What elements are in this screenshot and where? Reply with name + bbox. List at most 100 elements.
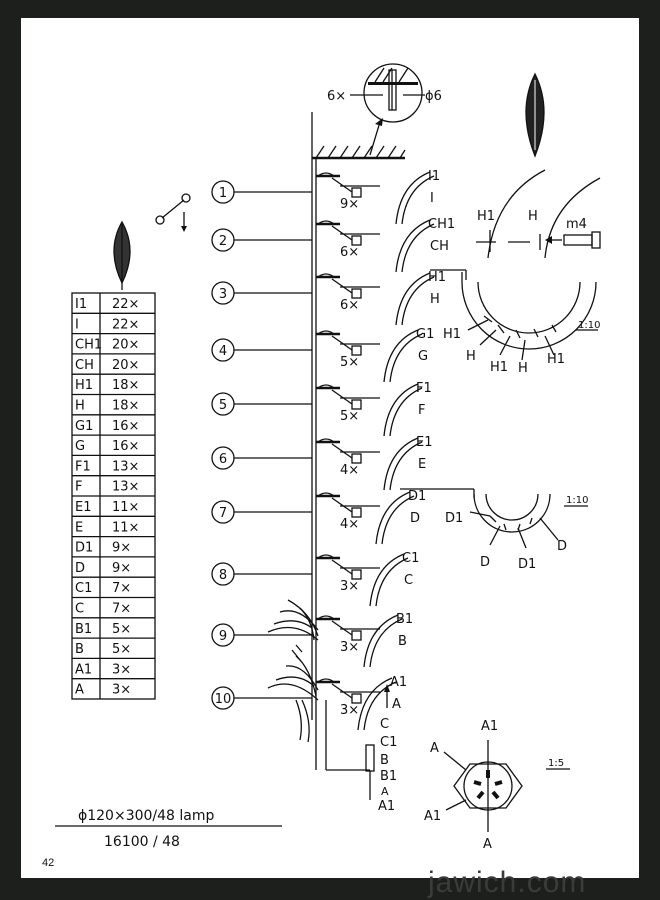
- star-label-left: A: [430, 741, 439, 756]
- ring-h-label-4: H: [518, 361, 528, 376]
- level-3: 36×H1H: [211, 270, 446, 326]
- star-detail: A1 A A1 A 1:5: [424, 719, 570, 852]
- mount-diameter-label: ϕ6: [425, 89, 442, 104]
- socket-wire: [331, 683, 353, 699]
- level-number: 6: [219, 452, 227, 467]
- arm-bracket: [317, 438, 335, 443]
- shade-piece-inner: [375, 557, 409, 607]
- scale-label-star: 1:5: [548, 758, 564, 769]
- table-cell-qty: 18×: [112, 378, 139, 393]
- stack-label-c1: C1: [380, 735, 397, 750]
- socket-box: [351, 288, 362, 299]
- arm-bracket: [317, 678, 335, 683]
- ring-h-label-2: H: [466, 349, 476, 364]
- level-8: 83×C1C: [211, 551, 419, 607]
- shade-piece-outer: [395, 219, 431, 273]
- socket-box: [351, 569, 362, 580]
- part-label-upper: B1: [396, 612, 413, 627]
- level-count: 3×: [340, 579, 359, 594]
- part-label-upper: I1: [428, 169, 440, 184]
- detail-h-label-h1: H1: [477, 209, 495, 224]
- level-number: 1: [219, 186, 227, 201]
- table-cell-part: C: [75, 602, 84, 617]
- title-line-2: 16100 / 48: [104, 834, 180, 850]
- wrench-icon: [155, 193, 191, 232]
- table-cell-part: H: [75, 399, 85, 414]
- star-label-bottom: A: [483, 837, 492, 852]
- shade-piece-outer: [369, 553, 405, 607]
- table-cell-qty: 9×: [112, 541, 131, 556]
- shade-piece-inner: [363, 681, 397, 731]
- shade-piece-outer: [375, 491, 411, 545]
- mount-count-label: 6×: [327, 89, 346, 104]
- stack-label-b: B: [380, 753, 389, 768]
- table-cell-part: A1: [75, 662, 92, 677]
- table-cell-part: I1: [75, 297, 87, 312]
- part-label-upper: A1: [390, 675, 407, 690]
- level-number: 4: [219, 344, 227, 359]
- socket-box: [351, 507, 362, 518]
- level-number: 7: [219, 506, 227, 521]
- level-count: 6×: [340, 298, 359, 313]
- ring-d-label-3: D1: [518, 557, 536, 572]
- part-label-lower: E: [418, 457, 426, 472]
- shade-piece-outer: [357, 677, 393, 731]
- shade-piece-inner: [381, 495, 415, 545]
- part-label-upper: CH1: [428, 217, 455, 232]
- part-label-lower: A: [392, 697, 401, 712]
- shade-piece-inner: [401, 276, 435, 326]
- table-cell-part: H1: [75, 378, 93, 393]
- star-label-top: A1: [481, 719, 498, 734]
- level-count: 3×: [340, 640, 359, 655]
- stack-label-a: A: [381, 785, 389, 798]
- socket-wire: [331, 278, 353, 294]
- socket-box: [351, 235, 362, 246]
- shade-piece-outer: [383, 437, 419, 491]
- table-cell-part: I: [75, 317, 79, 332]
- table-cell-qty: 16×: [112, 419, 139, 434]
- part-label-lower: H: [430, 292, 440, 307]
- shade-piece-inner: [401, 175, 435, 225]
- stack-label-b1: B1: [380, 769, 397, 784]
- arm-bracket: [317, 273, 335, 278]
- stack-label-a1: A1: [378, 799, 395, 814]
- level-count: 5×: [340, 355, 359, 370]
- shade-piece-inner: [401, 223, 435, 273]
- title-block: ϕ120×300/48 lamp 16100 / 48: [55, 808, 282, 850]
- title-line-1: ϕ120×300/48 lamp: [78, 808, 214, 824]
- shade-piece-inner: [389, 333, 423, 383]
- drawing-sheet: [21, 18, 639, 878]
- assembly-levels: 19×I1I26×CH1CH36×H1H45×G1G55×F1F64×E1E74…: [211, 169, 455, 731]
- part-label-upper: C1: [402, 551, 419, 566]
- level-number: 9: [219, 629, 227, 644]
- leaf-icon: [113, 220, 131, 290]
- table-cell-qty: 11×: [112, 520, 139, 535]
- table-cell-qty: 5×: [112, 642, 131, 657]
- table-cell-qty: 13×: [112, 480, 139, 495]
- level-number: 10: [215, 692, 232, 707]
- level-count: 4×: [340, 463, 359, 478]
- socket-box: [351, 453, 362, 464]
- level-5: 55×F1F: [211, 381, 432, 437]
- table-cell-qty: 9×: [112, 561, 131, 576]
- part-label-lower: F: [418, 403, 425, 418]
- table-cell-qty: 11×: [112, 500, 139, 515]
- table-cell-part: E1: [75, 500, 92, 515]
- scale-label-h: 1:10: [578, 320, 600, 331]
- table-cell-part: F1: [75, 459, 91, 474]
- stack-label-c: C: [380, 717, 389, 732]
- socket-wire: [331, 443, 353, 459]
- table-cell-part: E: [75, 520, 83, 535]
- level-count: 4×: [340, 517, 359, 532]
- socket-wire: [331, 389, 353, 405]
- socket-wire: [331, 225, 353, 241]
- part-label-lower: C: [404, 573, 413, 588]
- socket-box: [351, 345, 362, 356]
- bottom-stack: C C1 B B1 A A1: [325, 684, 397, 814]
- arm-bracket: [317, 554, 335, 559]
- socket-box: [351, 399, 362, 410]
- socket-wire: [331, 497, 353, 513]
- socket-wire: [331, 559, 353, 575]
- level-7: 74×D1D: [211, 489, 426, 545]
